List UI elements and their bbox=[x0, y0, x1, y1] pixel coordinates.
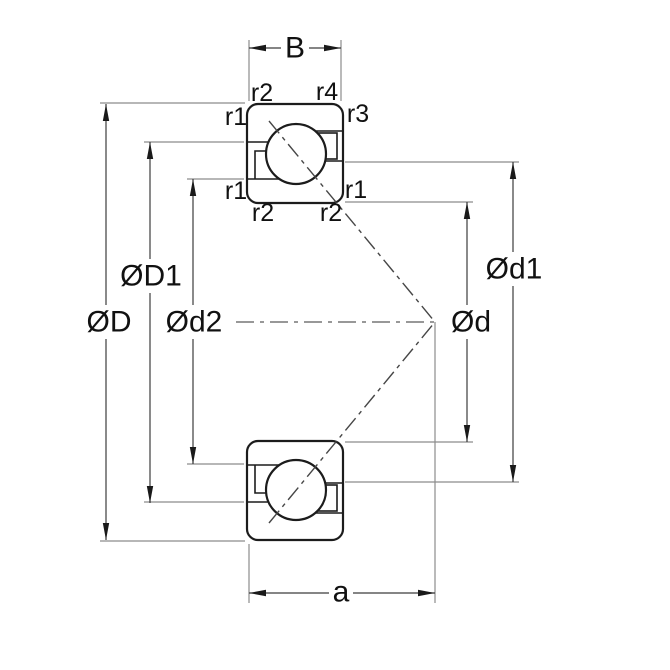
arrow-D-top bbox=[102, 104, 110, 121]
arrow-a-left bbox=[249, 589, 266, 597]
label-r2-bottom-right: r2 bbox=[320, 199, 342, 227]
label-r1-left-upper: r1 bbox=[225, 103, 247, 131]
mask-d1 bbox=[485, 252, 543, 286]
mask-D bbox=[84, 305, 134, 339]
label-bore-diameter: Ød bbox=[451, 306, 491, 339]
mask-B bbox=[281, 33, 309, 63]
arrow-d1-bottom bbox=[509, 465, 517, 482]
arrow-D1-top bbox=[146, 142, 154, 159]
label-r4-top-right: r4 bbox=[316, 78, 338, 106]
bearing-section-bottom bbox=[245, 439, 345, 542]
arrow-d2-top bbox=[189, 179, 197, 196]
arrow-d2-bottom bbox=[189, 447, 197, 464]
contact-angle-line-bottom bbox=[268, 321, 436, 524]
label-r3-right-upper: r3 bbox=[347, 100, 369, 128]
contact-angle-line-top bbox=[268, 120, 436, 323]
arrow-a-right bbox=[418, 589, 435, 597]
label-r1-right-lower: r1 bbox=[345, 176, 367, 204]
label-width-B: B bbox=[285, 32, 305, 65]
arrow-d-top bbox=[463, 202, 471, 219]
arrow-D1-bottom bbox=[146, 486, 154, 503]
label-r2-top-left: r2 bbox=[251, 79, 273, 107]
arrow-D-bottom bbox=[102, 523, 110, 540]
arrow-B-right bbox=[324, 44, 341, 52]
label-outer-shoulder-diameter: ØD1 bbox=[120, 260, 182, 293]
label-outer-diameter: ØD bbox=[87, 306, 132, 339]
mask-d bbox=[448, 305, 494, 339]
mask-D1 bbox=[119, 259, 183, 293]
arrow-d-bottom bbox=[463, 425, 471, 442]
label-contact-offset-a: a bbox=[333, 576, 350, 609]
mask-d2 bbox=[164, 305, 224, 339]
label-r1-left-lower: r1 bbox=[225, 177, 247, 205]
bearing-outline-bottom bbox=[245, 439, 345, 542]
mask-a bbox=[329, 577, 353, 607]
label-inner-shoulder1-diameter: Ød1 bbox=[486, 253, 543, 286]
bearing-outline-top bbox=[245, 102, 345, 205]
label-inner-shoulder2-diameter: Ød2 bbox=[166, 306, 223, 339]
label-r2-bottom-left: r2 bbox=[252, 199, 274, 227]
arrow-d1-top bbox=[509, 162, 517, 179]
arrow-B-left bbox=[249, 44, 266, 52]
